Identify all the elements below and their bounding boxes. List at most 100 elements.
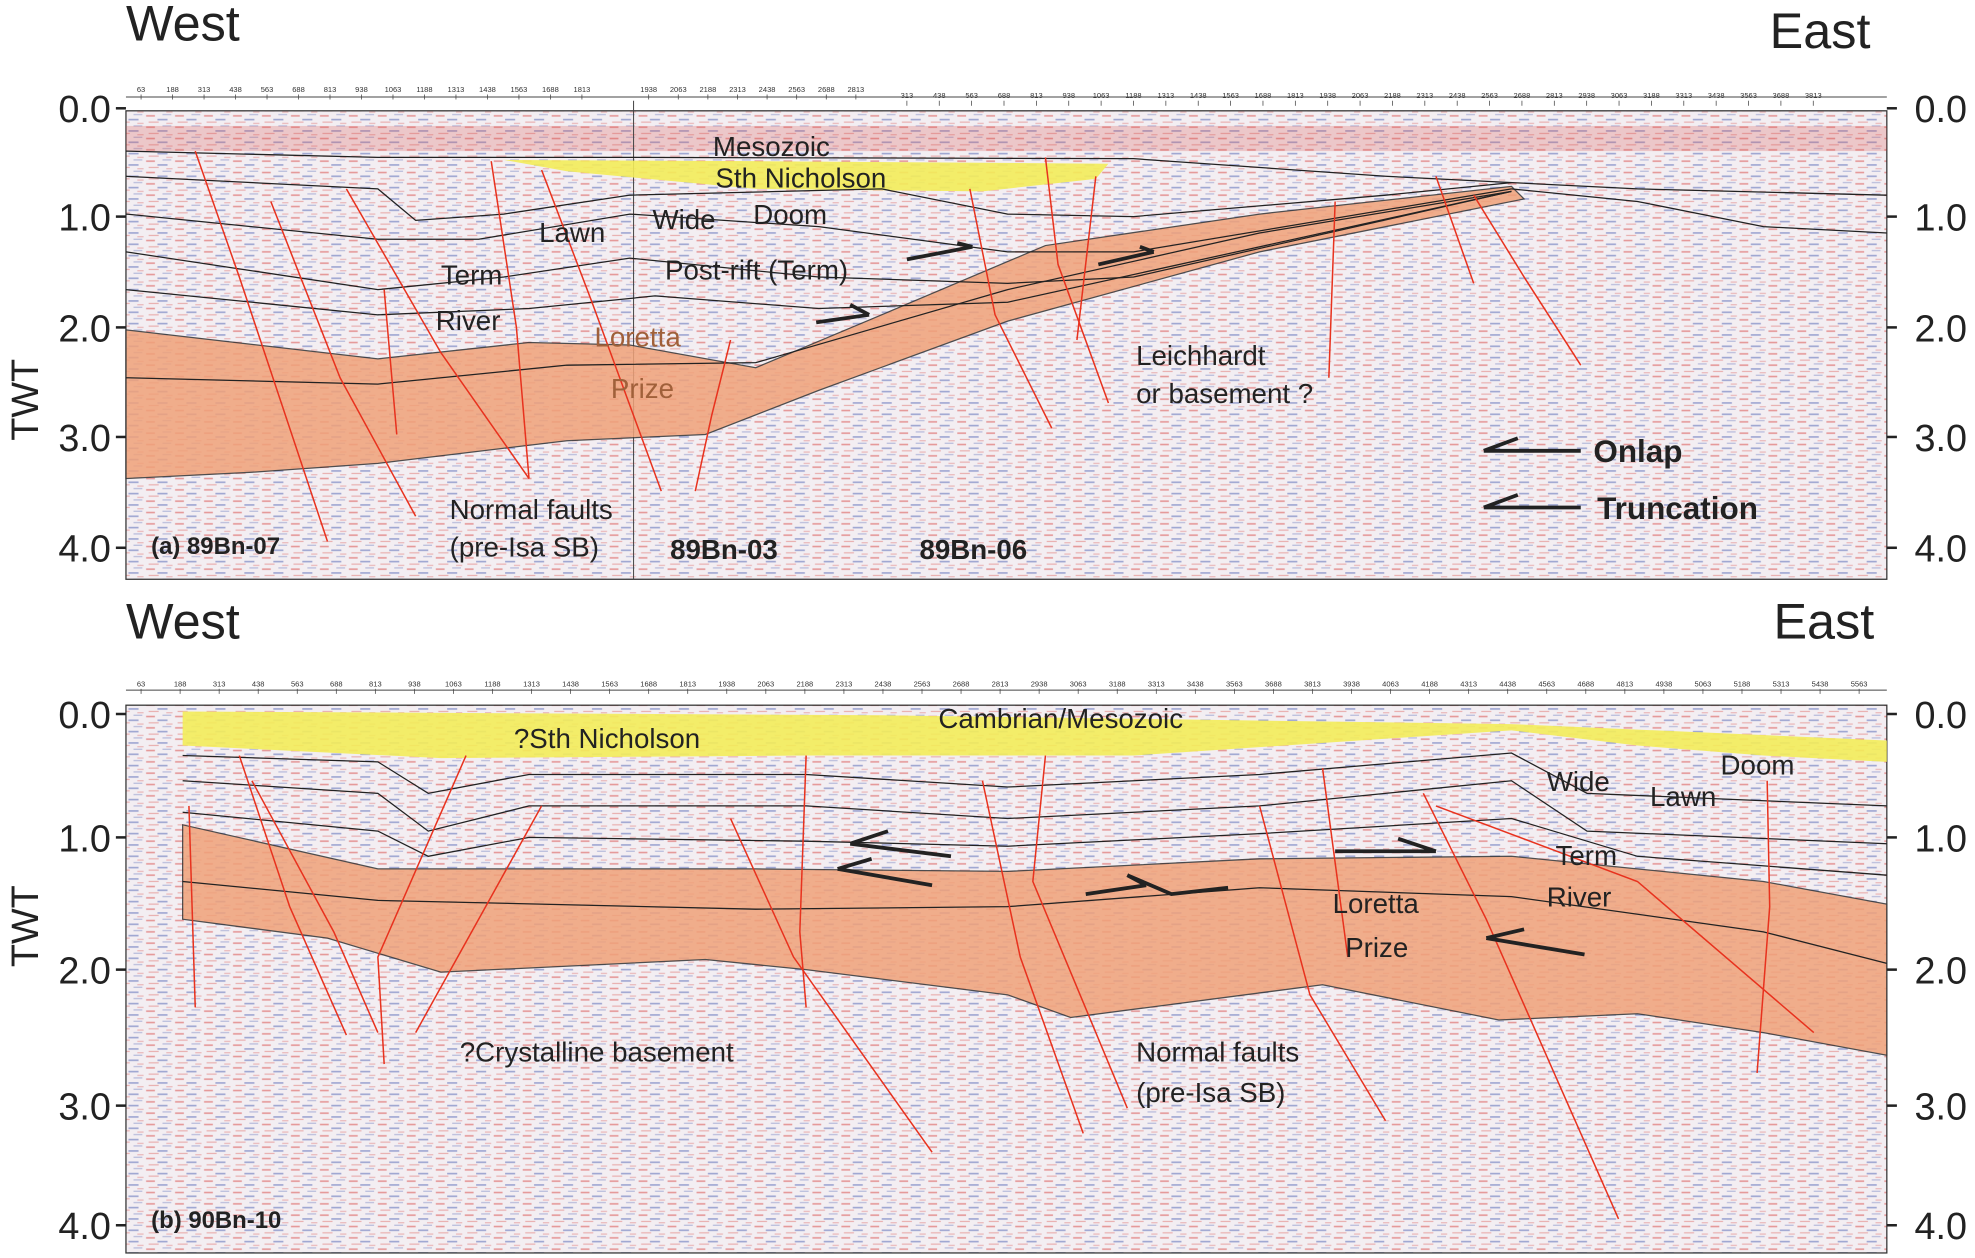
label-line-89bn06: 89Bn-06 [919, 534, 1027, 565]
x-tick-label: 2938 [1031, 679, 1048, 688]
x-tick-label: 1313 [523, 679, 540, 688]
x-tick-label: 2563 [788, 85, 805, 94]
y-tick-label: 0.0 [58, 695, 111, 737]
x-tick-label: 2438 [875, 679, 892, 688]
y-tick-label: 3.0 [58, 418, 111, 460]
x-tick-label: 3938 [1343, 679, 1360, 688]
x-tick-label: 4313 [1460, 679, 1477, 688]
x-tick-label: 3563 [1226, 679, 1243, 688]
x-tick-label: 1313 [448, 85, 465, 94]
x-tick-label: 188 [174, 679, 187, 688]
x-tick-label: 2438 [759, 85, 776, 94]
x-tick-label: 2813 [847, 85, 864, 94]
x-tick-label: 313 [901, 91, 914, 100]
label-prize: Prize [611, 373, 674, 404]
y-axis-title: TWT [5, 885, 47, 967]
x-tick-label: 813 [369, 679, 382, 688]
fault-lines [194, 150, 1582, 542]
x-tick-label: 1563 [601, 679, 618, 688]
x-tick-label: 3063 [1611, 91, 1628, 100]
x-tick-label: 3438 [1187, 679, 1204, 688]
label-pre-isa: (pre-Isa SB) [1136, 1077, 1285, 1108]
x-tick-label: 3188 [1643, 91, 1660, 100]
x-tick-label: 2563 [1481, 91, 1498, 100]
loretta-prize-unit [125, 185, 1526, 480]
label-line-89bn03: 89Bn-03 [670, 534, 778, 565]
x-tick-label: 3813 [1304, 679, 1321, 688]
label-cambrian-mesozoic: Cambrian/Mesozoic [938, 703, 1183, 734]
x-tick-label: 2063 [757, 679, 774, 688]
label-sth-nicholson: ?Sth Nicholson [514, 723, 700, 754]
x-tick-label: 1563 [511, 85, 528, 94]
x-tick-label: 1813 [679, 679, 696, 688]
x-tick-label: 2188 [1384, 91, 1401, 100]
label-mesozoic: Mesozoic [713, 131, 830, 162]
x-tick-label: 1063 [1093, 91, 1110, 100]
x-tick-label: 3438 [1708, 91, 1725, 100]
x-tick-label: 3313 [1148, 679, 1165, 688]
x-tick-label: 313 [213, 679, 226, 688]
y-tick-label: 4.0 [58, 529, 111, 571]
seismic-section-a [125, 110, 1888, 580]
onlap-arrow [849, 829, 952, 859]
loretta-prize-unit [182, 824, 1888, 1057]
y-tick-label: 3.0 [1915, 418, 1968, 460]
label-normal-faults: Normal faults [450, 494, 613, 525]
x-tick-label: 5563 [1851, 679, 1868, 688]
x-tick-label: 5188 [1734, 679, 1751, 688]
x-tick-label: 4813 [1616, 679, 1633, 688]
x-tick-label: 1813 [574, 85, 591, 94]
x-tick-label: 1438 [1190, 91, 1207, 100]
x-tick-label: 5438 [1812, 679, 1829, 688]
x-tick-label: 813 [324, 85, 337, 94]
x-tick-label: 3813 [1805, 91, 1822, 100]
x-tick-label: 1188 [1125, 91, 1141, 100]
label-loretta: Loretta [595, 321, 682, 352]
onlap-arrow [1097, 245, 1155, 267]
y-tick-label: 2.0 [58, 308, 111, 350]
y-tick-label: 2.0 [58, 950, 111, 992]
y-tick-label: 1.0 [58, 197, 111, 239]
label-wide: Wide [652, 204, 715, 235]
x-tick-label: 563 [965, 91, 978, 100]
x-tick-label: 813 [1030, 91, 1043, 100]
x-tick-label: 5313 [1773, 679, 1790, 688]
x-tick-label: 2688 [818, 85, 835, 94]
x-tick-label: 2313 [836, 679, 853, 688]
x-tick-label: 688 [998, 91, 1011, 100]
x-tick-label: 4563 [1538, 679, 1555, 688]
label-crystalline-basement: ?Crystalline basement [460, 1037, 734, 1068]
x-tick-label: 3063 [1070, 679, 1087, 688]
x-tick-label: 4688 [1577, 679, 1594, 688]
x-tick-label: 2063 [670, 85, 687, 94]
x-tick-label: 313 [198, 85, 211, 94]
x-tick-label: 1188 [484, 679, 500, 688]
east-label: East [1773, 592, 1874, 649]
x-tick-label: 688 [330, 679, 343, 688]
x-tick-label: 1188 [416, 85, 432, 94]
x-tick-label: 938 [355, 85, 368, 94]
label-river: River [436, 305, 501, 336]
label-normal-faults: Normal faults [1136, 1037, 1299, 1068]
label-line-90bn10: (b) 90Bn-10 [151, 1207, 281, 1234]
label-line-89bn07: (a) 89Bn-07 [151, 533, 280, 560]
x-tick-label: 3188 [1109, 679, 1126, 688]
x-tick-label: 63 [137, 679, 145, 688]
fault-lines [188, 755, 1815, 1220]
legend-onlap: Onlap [1593, 434, 1682, 469]
x-tick-label: 1688 [542, 85, 559, 94]
east-label: East [1770, 2, 1871, 59]
x-tick-label: 563 [261, 85, 274, 94]
label-or-basement: or basement ? [1136, 378, 1313, 409]
x-tick-label: 938 [408, 679, 421, 688]
y-tick-label: 0.0 [1915, 695, 1968, 737]
x-tick-label: 438 [933, 91, 946, 100]
x-tick-label: 2313 [1416, 91, 1433, 100]
x-tick-label: 2188 [796, 679, 813, 688]
onlap-arrow [906, 241, 973, 262]
